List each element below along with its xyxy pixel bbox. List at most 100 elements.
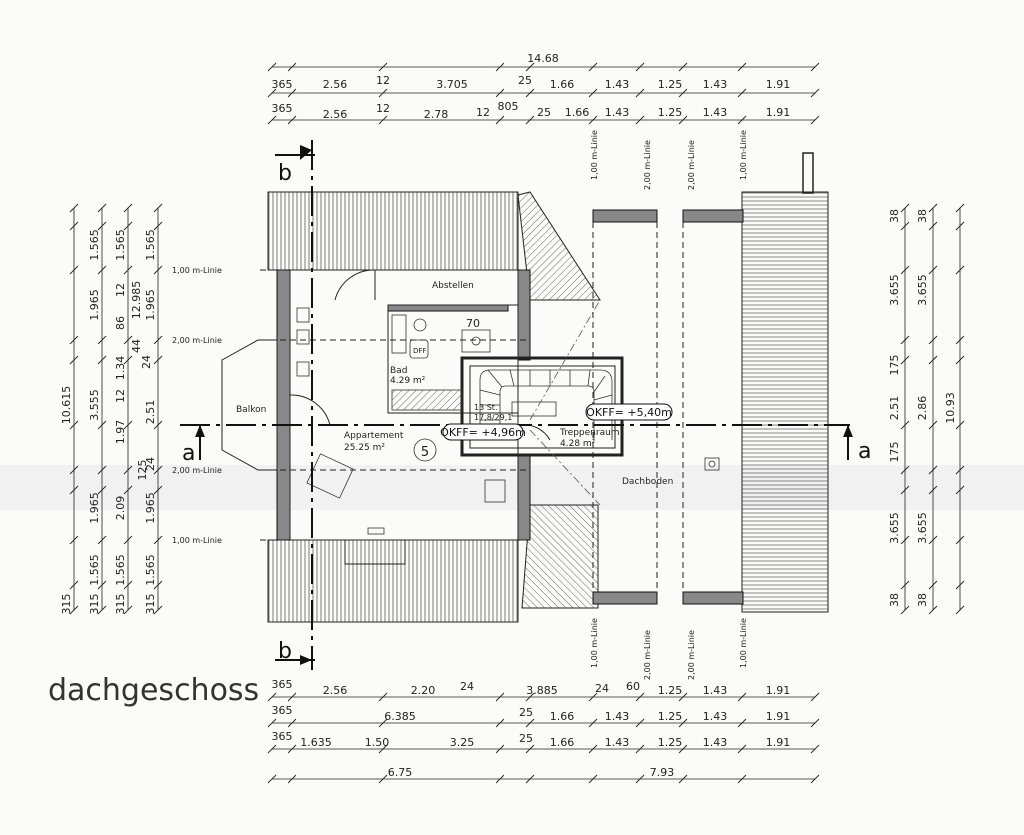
dimension-tick [635,774,645,784]
dimension-tick [69,485,79,495]
room-label-bad: Bad [390,366,407,376]
dimension-tick [495,115,505,125]
dim-label: 1.43 [605,78,630,91]
dimension-ticks [69,62,965,784]
dimension-tick [635,718,645,728]
dimension-tick [378,115,388,125]
dimension-tick [287,62,297,72]
dimension-tick [495,88,505,98]
dim-label: 1.25 [658,684,683,697]
dim-label: 1.25 [658,710,683,723]
dimension-tick [928,265,938,275]
dimension-tick [97,221,107,231]
dimension-tick [678,88,688,98]
dim-label: 1.97 [114,420,127,445]
dimension-tick [287,115,297,125]
dim-label: 1.43 [605,736,630,749]
dim-label: 12.985 [130,281,143,320]
dim-label: 3.655 [916,512,929,544]
dim-label: 315 [114,594,127,615]
dimension-tick [635,88,645,98]
dimension-tick [525,774,535,784]
section-letter-b-bottom: b [278,639,292,664]
dim-label: 12 [114,283,127,297]
dimension-tick [635,62,645,72]
dim-label: 1.91 [766,78,791,91]
dimension-tick [737,692,747,702]
unit-number: 5 [421,445,429,460]
dim-label: 365 [272,730,293,743]
dimension-tick [955,535,965,545]
stair-count-label: 13 St. [474,403,497,412]
dimension-lines [73,66,961,780]
right-dimension-labels: 38 3.655 175 2.51 175 3.655 38 38 3.655 … [888,209,957,607]
dimension-tick [900,420,910,430]
section-line-b [275,140,315,670]
bottom-dimension-labels: 365 2.56 2.20 24 3.885 24 60 1.25 1.43 1… [272,678,791,779]
dimension-tick [900,580,910,590]
okff-label-1: OKFF= +4,96m [440,426,526,439]
dimension-tick [267,115,277,125]
dimension-tick [635,692,645,702]
dimension-tick [928,535,938,545]
dimension-tick [955,355,965,365]
dimension-tick [123,485,133,495]
m-line-label: 2,00 m-Linie [643,630,652,680]
dim-label: 1.43 [605,106,630,119]
dimension-tick [900,265,910,275]
dim-label: 1.25 [658,106,683,119]
dim-label: 1.25 [658,78,683,91]
dimension-tick [267,774,277,784]
dimension-tick [495,62,505,72]
dimension-tick [153,265,163,275]
dimension-tick [69,335,79,345]
dim-label: 2.56 [323,684,348,697]
dim-label: 60 [626,680,640,693]
dimension-tick [737,115,747,125]
dimension-tick [737,88,747,98]
dimension-tick [955,335,965,345]
dimension-tick [928,221,938,231]
dimension-tick [123,335,133,345]
dimension-tick [153,203,163,213]
dim-label: 125 [136,460,149,481]
dim-label: 1.43 [703,684,728,697]
dimension-tick [287,718,297,728]
dimension-tick [737,62,747,72]
dim-label: 315 [144,594,157,615]
section-letters: a a b b [182,161,871,664]
dimension-tick [900,465,910,475]
dim-label: 10.615 [60,386,73,425]
dimension-tick [525,692,535,702]
room-area-treppenraum: 4.28 m² [560,439,596,449]
walls [276,209,744,605]
dimension-tick [153,535,163,545]
dim-label: 1.43 [703,78,728,91]
dim-label: 1.91 [766,710,791,723]
dimension-tick [495,744,505,754]
room-label-abstellen: Abstellen [432,281,474,291]
dimension-tick [153,355,163,365]
dimension-tick [97,335,107,345]
dimension-tick [525,88,535,98]
dim-label: 1.34 [114,356,127,381]
dimension-tick [153,335,163,345]
dimension-tick [928,420,938,430]
room-area-appartement: 25.25 m² [344,443,385,453]
m-line-label: 1,00 m-Linie [172,536,222,545]
dim-label: 315 [60,594,73,615]
dimension-tick [97,355,107,365]
dim-label: 365 [272,78,293,91]
dim-label: 6.385 [384,710,416,723]
dim-label: 1.565 [114,554,127,586]
dimension-tick [810,718,820,728]
dim-label: 12 [376,74,390,87]
dim-label: 365 [272,678,293,691]
dimension-tick [678,718,688,728]
m-line-label: 1,00 m-Linie [172,266,222,275]
dim-label: 805 [498,100,519,113]
dimension-tick [153,420,163,430]
dimension-tick [495,774,505,784]
dimension-tick [955,265,965,275]
dim-label: 25 [518,74,532,87]
